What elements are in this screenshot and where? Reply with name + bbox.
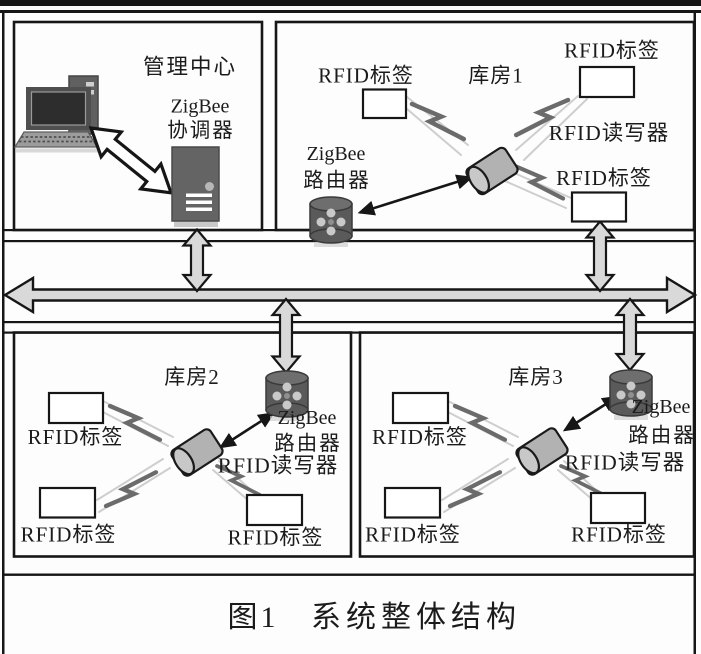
rfid-tag-icon: [391, 391, 450, 425]
warehouse2-title: 库房2: [164, 365, 220, 389]
figure-caption: 图1 系统整体结构: [228, 601, 521, 634]
rfid-reader-icon: [512, 425, 571, 479]
rfid-tag-icon: [570, 191, 628, 223]
corridor-line-2: [2, 240, 696, 243]
computer-coordinator-arrow: [88, 126, 174, 195]
caption-separator: [2, 573, 696, 576]
warehouse1: 库房1 RFID标签 RFID标签 RFID读写器 RFID标签 ZigBee …: [303, 39, 669, 248]
warehouse1-router-reader-arrow: [357, 174, 474, 216]
warehouse3-box: [358, 331, 696, 558]
warehouse2-tag-top-left-label: RFID标签: [28, 425, 124, 449]
warehouse2-tag-bottom-right-label: RFID标签: [228, 526, 324, 550]
warehouse2-router-label-line2: 路由器: [274, 432, 342, 455]
coordinator-label-line2: 协调器: [167, 119, 235, 142]
warehouse1-tag-bottom-right-label: RFID标签: [556, 166, 652, 190]
warehouse3-router-label-line2: 路由器: [628, 424, 696, 447]
warehouse3-tag-bottom-left-label: RFID标签: [365, 523, 461, 547]
warehouse3-reader-label: RFID读写器: [565, 451, 685, 475]
management-center: 管理中心 ZigBee 协调器: [13, 55, 237, 227]
backbone-bus-arrow: [2, 275, 698, 315]
rfid-tag-icon: [47, 391, 105, 425]
warehouse2-router-label-line1: ZigBee: [278, 407, 337, 429]
management-center-box: [12, 20, 264, 232]
warehouse1-tag-top-right-label: RFID标签: [564, 39, 660, 63]
warehouse3-tag-top-left-label: RFID标签: [372, 425, 468, 449]
rfid-tag-icon: [38, 486, 97, 519]
warehouse1-tag-top-left-label: RFID标签: [318, 64, 414, 88]
warehouse1-title: 库房1: [468, 64, 524, 88]
warehouse3-router-reader-arrow: [562, 395, 620, 432]
coordinator-bus-arrow: [181, 227, 213, 293]
zigbee-coordinator-icon: [171, 146, 220, 227]
zigbee-router-icon: [309, 196, 353, 248]
coordinator-label-line1: ZigBee: [171, 96, 230, 118]
figure-title: 系统整体结构: [311, 601, 521, 634]
warehouse1-reader-label: RFID读写器: [549, 121, 669, 145]
warehouse3: 库房3 RFID标签 RFID标签 RFID标签 RFID读写器 ZigBee …: [365, 365, 696, 547]
rfid-tag-icon: [361, 88, 408, 120]
corridor-line-3: [2, 321, 696, 324]
rfid-tag-icon: [578, 65, 636, 99]
warehouse2-tag-bottom-left-label: RFID标签: [21, 523, 117, 547]
warehouse2-reader-label: RFID读写器: [218, 454, 338, 478]
warehouse2-bus-arrow: [270, 297, 302, 375]
rfid-reader-icon: [167, 426, 226, 480]
warehouse1-router-label-line1: ZigBee: [307, 143, 366, 165]
warehouse2-router-reader-arrow: [218, 412, 276, 449]
warehouse1-bus-arrow: [584, 219, 616, 293]
rfid-tag-icon: [245, 493, 304, 527]
warehouse3-bus-arrow: [614, 297, 646, 372]
top-rule-thick: [0, 0, 701, 6]
warehouse3-router-label-line1: ZigBee: [632, 396, 691, 418]
warehouse2: 库房2 RFID标签 RFID标签 RFID标签 RFID读写器 ZigBee …: [21, 365, 342, 550]
rf-signal-icon: [450, 472, 500, 506]
computer-icon: [13, 75, 100, 153]
warehouse1-router-label-line2: 路由器: [303, 169, 371, 192]
rfid-reader-icon: [462, 144, 521, 198]
figure-number: 图1: [228, 601, 279, 634]
rfid-tag-icon: [589, 491, 647, 525]
warehouse1-box: [274, 20, 696, 232]
top-rule-thin: [0, 10, 701, 13]
management-center-title: 管理中心: [143, 55, 237, 79]
warehouse2-box: [12, 331, 353, 558]
rfid-tag-icon: [383, 486, 442, 519]
warehouse3-title: 库房3: [508, 365, 564, 389]
warehouse3-tag-bottom-right-label: RFID标签: [571, 523, 667, 547]
